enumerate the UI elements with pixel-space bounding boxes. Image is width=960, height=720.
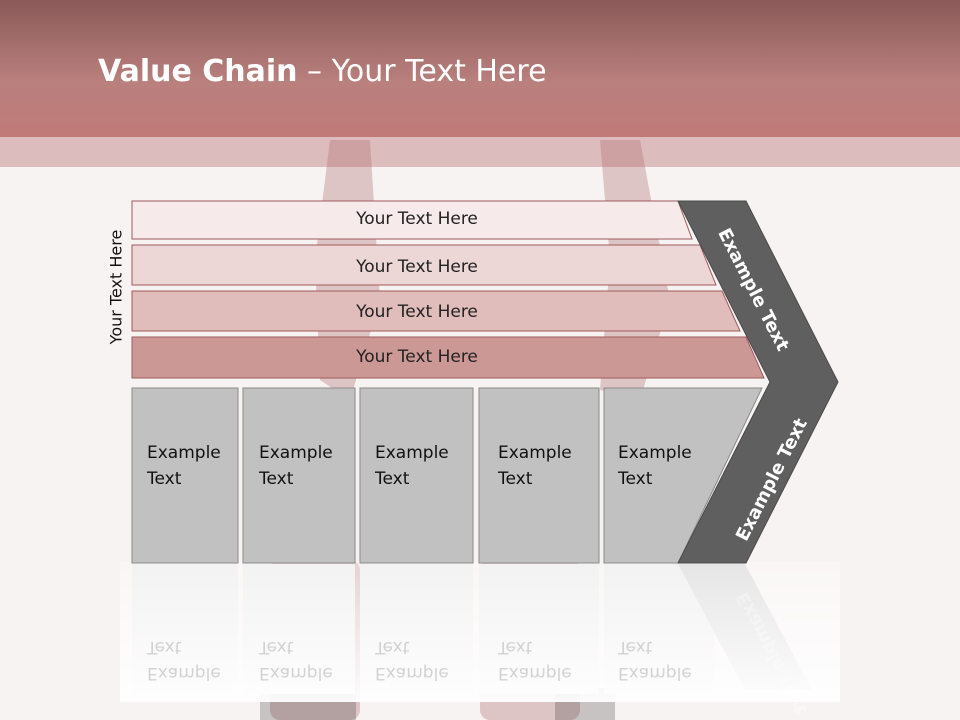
- title-bold: Value Chain: [98, 54, 298, 89]
- title-band: [0, 137, 960, 167]
- chevron-arrow: [677, 200, 839, 564]
- column-label-line: Example: [147, 443, 221, 463]
- column-label-line: Text: [147, 469, 182, 489]
- column-label-line: Text: [375, 469, 410, 489]
- column-label-reflection: Example Text: [375, 634, 449, 686]
- title-bar: [0, 0, 960, 137]
- column-label-5: Example Text: [618, 440, 692, 492]
- column-label-line: Text: [618, 637, 653, 657]
- column-label-3: Example Text: [375, 440, 449, 492]
- column-label-reflection: Example Text: [618, 634, 692, 686]
- row-label-1: Your Text Here: [356, 209, 478, 229]
- row-label-2: Your Text Here: [356, 257, 478, 277]
- column-label-line: Example: [498, 443, 572, 463]
- column-label-line: Example: [618, 663, 692, 683]
- reflection-group: [120, 562, 840, 702]
- column-label-2: Example Text: [259, 440, 333, 492]
- column-label-line: Text: [259, 637, 294, 657]
- column-label-line: Example: [618, 443, 692, 463]
- row-bar-2: [131, 244, 717, 286]
- row-bar-1: [131, 200, 693, 240]
- column-label-line: Text: [498, 637, 533, 657]
- column-label-line: Text: [618, 469, 653, 489]
- column-label-line: Text: [147, 637, 182, 657]
- column-label-line: Text: [375, 637, 410, 657]
- column-label-line: Example: [259, 443, 333, 463]
- title-rest: – Your Text Here: [297, 54, 547, 89]
- column-label-line: Example: [259, 663, 333, 683]
- column-box-2: [242, 387, 356, 564]
- column-label-1: Example Text: [147, 440, 221, 492]
- row-bar-4: [131, 336, 765, 379]
- page-title: Value Chain – Your Text Here: [98, 54, 547, 89]
- column-label-reflection: Example Text: [498, 634, 572, 686]
- column-label-line: Text: [498, 469, 533, 489]
- row-label-4: Your Text Here: [356, 347, 478, 367]
- column-label-reflection: Example Text: [259, 634, 333, 686]
- column-label-line: Example: [498, 663, 572, 683]
- column-label-line: Example: [147, 663, 221, 683]
- column-box-1: [131, 387, 239, 564]
- column-box-3: [359, 387, 474, 564]
- column-box-4: [478, 387, 600, 564]
- column-label-reflection: Example Text: [147, 634, 221, 686]
- column-label-line: Text: [259, 469, 294, 489]
- row-label-3: Your Text Here: [356, 302, 478, 322]
- column-label-4: Example Text: [498, 440, 572, 492]
- row-bar-3: [131, 290, 741, 332]
- column-label-line: Example: [375, 663, 449, 683]
- column-label-line: Example: [375, 443, 449, 463]
